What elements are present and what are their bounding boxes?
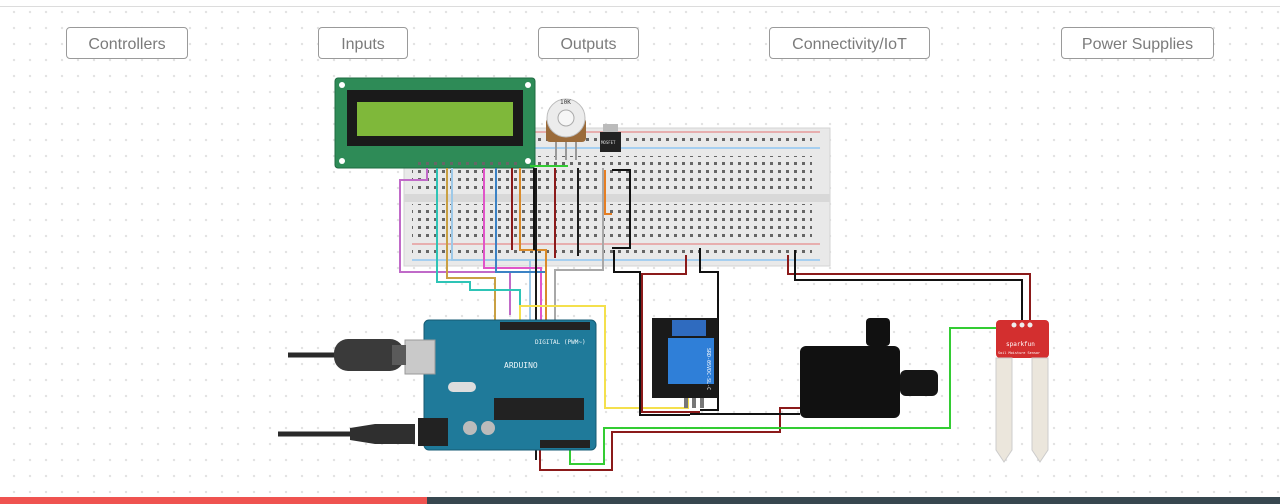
lcd-display[interactable]: [334, 77, 536, 169]
category-inputs-button[interactable]: Inputs: [318, 27, 408, 59]
potentiometer[interactable]: 10K: [546, 98, 586, 160]
arduino-digital-label: DIGITAL (PWM~): [535, 339, 586, 346]
mosfet-label: MOSFET: [601, 140, 616, 145]
sensor-brand-label: sparkfun: [1006, 341, 1035, 348]
relay-module[interactable]: SRD-05VDC-SL-C: [652, 318, 718, 408]
progress-bar-track: [427, 497, 1280, 504]
usb-cable: [288, 339, 406, 371]
sensor-name-label: Soil Moisture Sensor: [998, 351, 1040, 355]
arduino-brand-label: ARDUINO: [504, 361, 538, 370]
soil-moisture-sensor[interactable]: sparkfun Soil Moisture Sensor: [995, 320, 1049, 463]
pot-label: 10K: [560, 99, 571, 106]
category-controllers-button[interactable]: Controllers: [66, 27, 188, 59]
mosfet-transistor[interactable]: MOSFET: [600, 124, 621, 152]
top-divider: [0, 0, 1280, 7]
power-jack-cable: [278, 424, 415, 444]
category-power-supplies-button[interactable]: Power Supplies: [1061, 27, 1214, 59]
water-pump[interactable]: [800, 318, 938, 418]
category-connectivity-button[interactable]: Connectivity/IoT: [769, 27, 930, 59]
wiring: [399, 165, 1031, 471]
arduino-uno-board[interactable]: DIGITAL (PWM~) ARDUINO: [404, 319, 597, 451]
progress-bar-filled: [0, 497, 427, 504]
category-outputs-button[interactable]: Outputs: [538, 27, 639, 59]
relay-label: SRD-05VDC-SL-C: [705, 348, 711, 390]
